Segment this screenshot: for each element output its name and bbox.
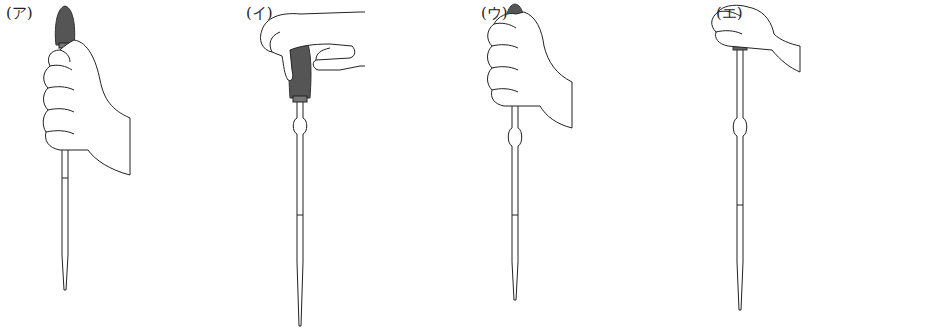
pipette-a bbox=[43, 6, 130, 290]
pipette-i bbox=[260, 12, 365, 326]
panel-label: (ウ) bbox=[481, 4, 508, 22]
pipette-e bbox=[712, 5, 800, 310]
panel-label: (ア) bbox=[6, 4, 33, 22]
panel-label: (イ) bbox=[246, 4, 273, 22]
panel-label: (エ) bbox=[716, 4, 743, 22]
pipette-u bbox=[488, 4, 573, 300]
